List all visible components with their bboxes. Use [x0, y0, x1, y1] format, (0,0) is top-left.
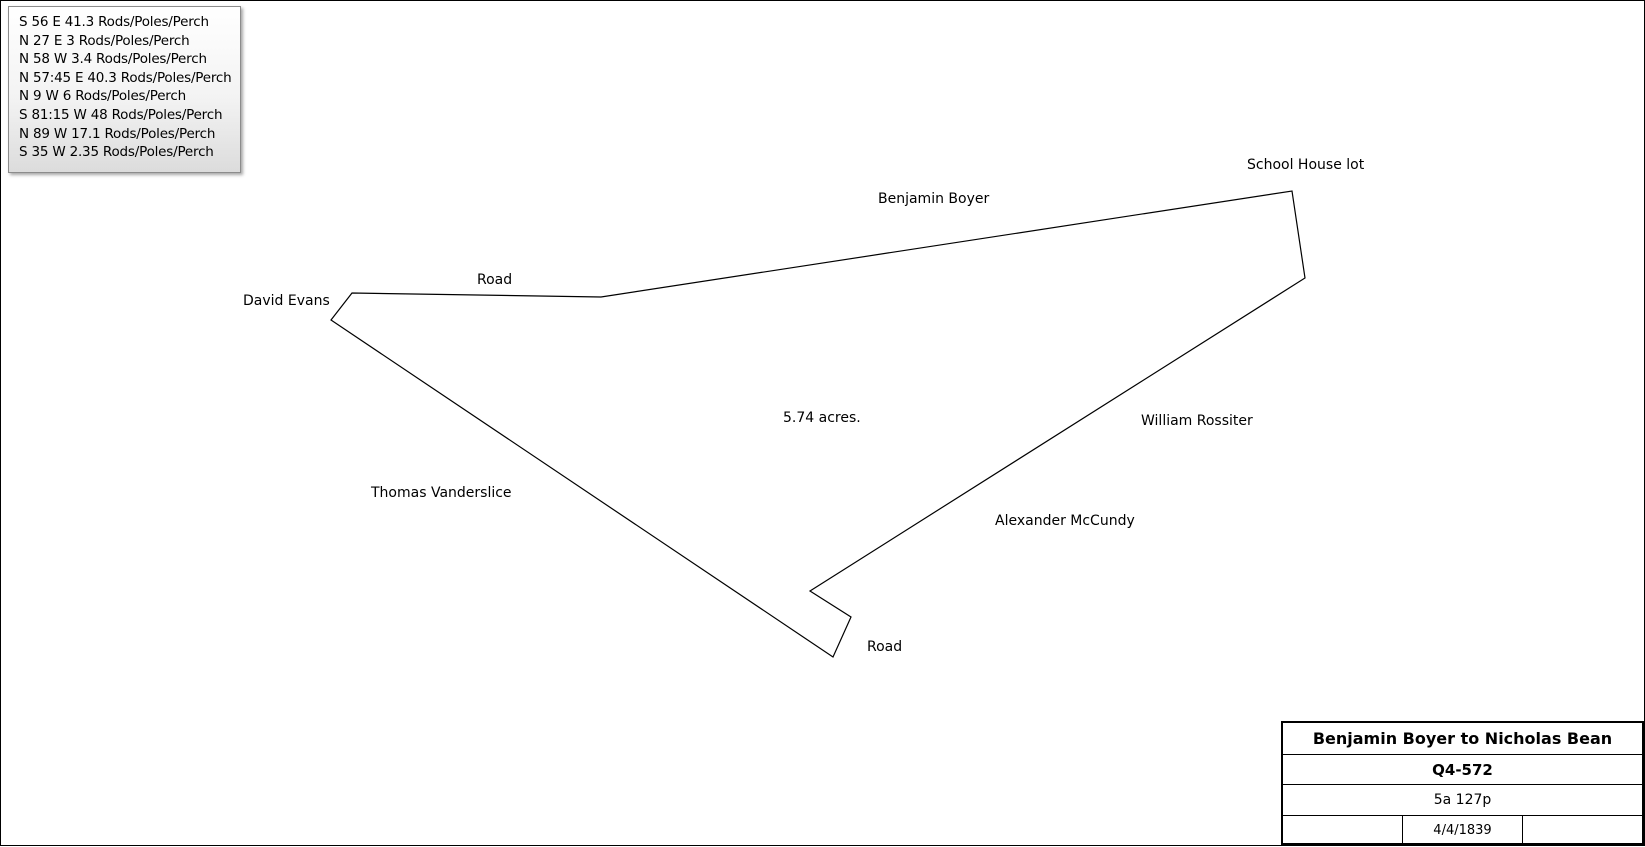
label-thomas-vanderslice: Thomas Vanderslice: [370, 485, 512, 501]
label-alexander-mccundy: Alexander McCundy: [995, 513, 1135, 529]
tract-boundary: [330, 190, 1306, 658]
bearing-calls-panel: S 56 E 41.3 Rods/Poles/Perch N 27 E 3 Ro…: [8, 6, 241, 173]
label-acreage: 5.74 acres.: [783, 410, 861, 426]
label-benjamin-boyer: Benjamin Boyer: [878, 191, 989, 207]
bearing-call: N 57:45 E 40.3 Rods/Poles/Perch: [19, 69, 232, 86]
title-block-area: 5a 127p: [1283, 785, 1642, 816]
bearing-call: N 58 W 3.4 Rods/Poles/Perch: [19, 51, 207, 68]
title-block: Benjamin Boyer to Nicholas Bean Q4-572 5…: [1281, 721, 1644, 845]
bearing-call: S 56 E 41.3 Rods/Poles/Perch: [19, 14, 209, 30]
bearing-call: N 89 W 17.1 Rods/Poles/Perch: [19, 125, 216, 142]
label-william-rossiter: William Rossiter: [1141, 413, 1253, 429]
title-block-title: Benjamin Boyer to Nicholas Bean: [1283, 723, 1642, 755]
label-road-south: Road: [867, 639, 902, 655]
label-school-house-lot: School House lot: [1247, 157, 1365, 173]
title-block-quad: Q4-572: [1283, 755, 1642, 785]
bearing-call: S 81:15 W 48 Rods/Poles/Perch: [19, 106, 223, 123]
title-block-empty-cell: [1523, 816, 1642, 845]
bearing-call: S 35 W 2.35 Rods/Poles/Perch: [19, 144, 214, 161]
title-block-empty-cell: [1283, 816, 1403, 845]
bearing-call: N 27 E 3 Rods/Poles/Perch: [19, 32, 190, 49]
title-block-date-row: 4/4/1839: [1283, 816, 1642, 845]
label-david-evans: David Evans: [243, 293, 330, 309]
title-block-date: 4/4/1839: [1403, 816, 1523, 845]
bearing-call: N 9 W 6 Rods/Poles/Perch: [19, 88, 186, 105]
label-road-north: Road: [477, 272, 512, 288]
